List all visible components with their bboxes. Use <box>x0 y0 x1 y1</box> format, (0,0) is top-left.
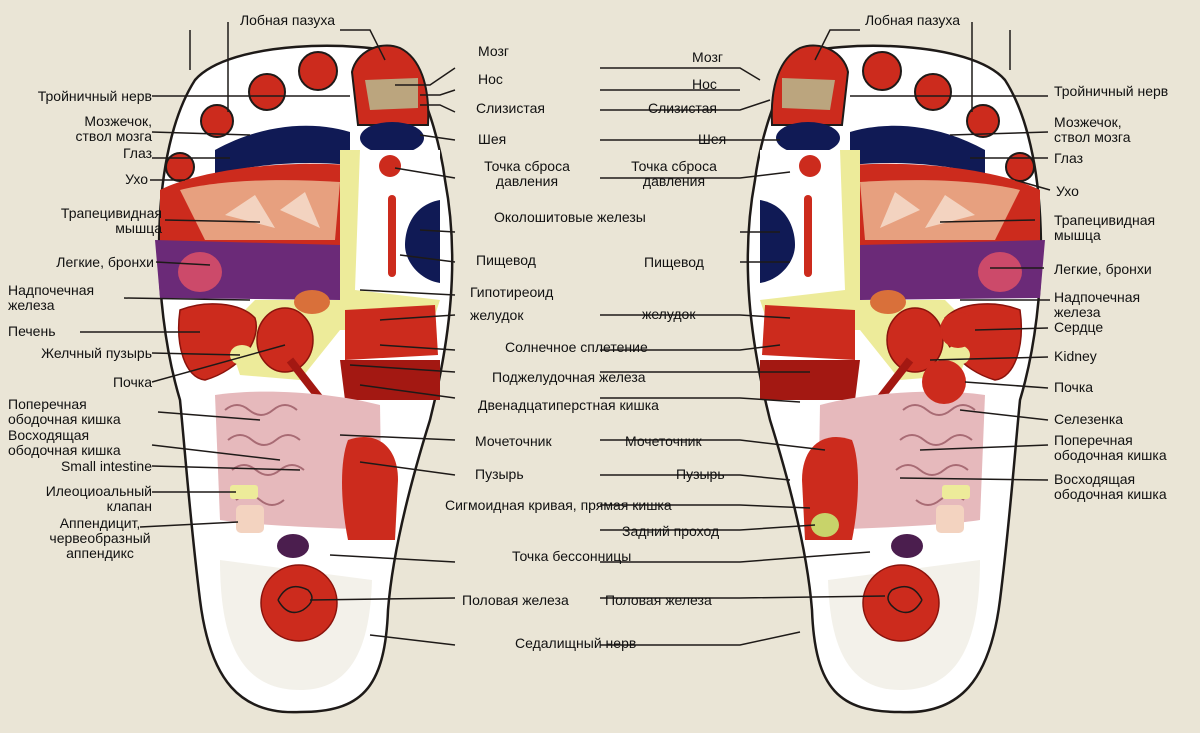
label-polovaya-left: Половая железа <box>462 592 569 608</box>
label-mochetochnik-left: Мочеточник <box>475 433 552 449</box>
label-mozzhechok-left: Мозжечок, ствол мозга <box>75 113 153 144</box>
label-legkie-right: Легкие, бронхи <box>1054 261 1152 277</box>
label-poperechnaya-left: Поперечная ободочная кишка <box>8 396 121 427</box>
label-sigmoidnaya: Сигмоидная кривая, прямая кишка <box>445 497 672 513</box>
label-mozg-right: Мозг <box>692 49 723 65</box>
label-tochka-sbrosa-right: Точка сброса давления <box>631 158 717 189</box>
label-trapetsievidnaya-left: Трапецивидная мышца <box>60 205 162 236</box>
label-sheya-left: Шея <box>478 131 507 147</box>
label-poperechnaya-right: Поперечная ободочная кишка <box>1054 432 1167 463</box>
label-troynichny-nerv-right: Тройничный нерв <box>1054 83 1169 99</box>
label-pochka-right: Почка <box>1054 379 1094 395</box>
label-lobnaya-pazukha-left: Лобная пазуха <box>239 12 336 28</box>
label-pishchevod-right: Пищевод <box>644 254 704 270</box>
label-sheya-right: Шея <box>698 131 727 147</box>
label-small-intestine: Small intestine <box>60 458 152 474</box>
label-solnechnoe: Солнечное сплетение <box>505 339 648 355</box>
label-puzyr-left: Пузырь <box>475 466 524 482</box>
leader-lines <box>80 22 1051 646</box>
label-voskhodyashchaya-right: Восходящая ободочная кишка <box>1054 471 1167 502</box>
label-ukho-left: Ухо <box>125 171 148 187</box>
label-gipotireoid: Гипотиреоид <box>470 284 554 300</box>
label-selezenka: Селезенка <box>1054 411 1124 427</box>
heart-zone <box>940 312 976 348</box>
label-tochka-bessonnitsy: Точка бессонницы <box>512 548 632 564</box>
label-zheludok-right: желудок <box>642 306 696 322</box>
label-puzyr-right: Пузырь <box>676 466 725 482</box>
label-legkie-left: Легкие, бронхи <box>56 254 154 270</box>
label-glaz-left: Глаз <box>122 145 152 161</box>
label-voskhodyashchaya-left: Восходящая ободочная кишка <box>8 427 121 458</box>
label-glaz-right: Глаз <box>1054 150 1084 166</box>
label-nos-left: Нос <box>478 71 503 87</box>
label-nadpochechnaya-right: Надпочечная железа <box>1054 289 1141 320</box>
label-tochka-sbrosa-left: Точка сброса давления <box>484 158 570 189</box>
label-dvenadtsatiperstnaya: Двенадцатиперстная кишка <box>478 397 659 413</box>
label-mochetochnik-right: Мочеточник <box>625 433 702 449</box>
label-nadpochechnaya-left: Надпочечная железа <box>8 282 95 313</box>
label-troynichny-nerv-left: Тройничный нерв <box>37 88 152 104</box>
label-appenditsit: Аппендицит, червеобразный аппендикс <box>49 515 151 561</box>
label-lobnaya-pazukha-right: Лобная пазуха <box>864 12 961 28</box>
label-zhelchny-left: Желчный пузырь <box>41 345 152 361</box>
label-ukho-right: Ухо <box>1056 183 1079 199</box>
label-trapetsievidnaya-right: Трапецивидная мышца <box>1054 212 1156 243</box>
label-mozzhechok-right: Мозжечок, ствол мозга <box>1054 114 1131 145</box>
label-kidney: Kidney <box>1054 348 1097 364</box>
label-pochka-left: Почка <box>112 374 152 390</box>
label-podzheludochnaya: Поджелудочная железа <box>492 369 646 385</box>
label-sedalishchny: Седалищный нерв <box>515 635 637 651</box>
label-serdtse: Сердце <box>1054 319 1104 335</box>
label-zadniy-prokhod: Задний проход <box>622 523 720 539</box>
spleen-zone <box>922 360 966 404</box>
label-pechen-left: Печень <box>8 323 56 339</box>
label-slizistaya-left: Слизистая <box>476 100 545 116</box>
label-mozg-left: Мозг <box>478 43 509 59</box>
label-slizistaya-right: Слизистая <box>648 100 717 116</box>
label-pishchevod-left: Пищевод <box>476 252 536 268</box>
label-polovaya-right: Половая железа <box>605 592 712 608</box>
label-ileotsioalny: Илеоциоальный клапан <box>45 483 152 514</box>
label-zheludok-left: желудок <box>470 307 524 323</box>
label-nos-right: Нос <box>692 76 717 92</box>
label-okoloshitovye: Околошитовые железы <box>494 209 646 225</box>
